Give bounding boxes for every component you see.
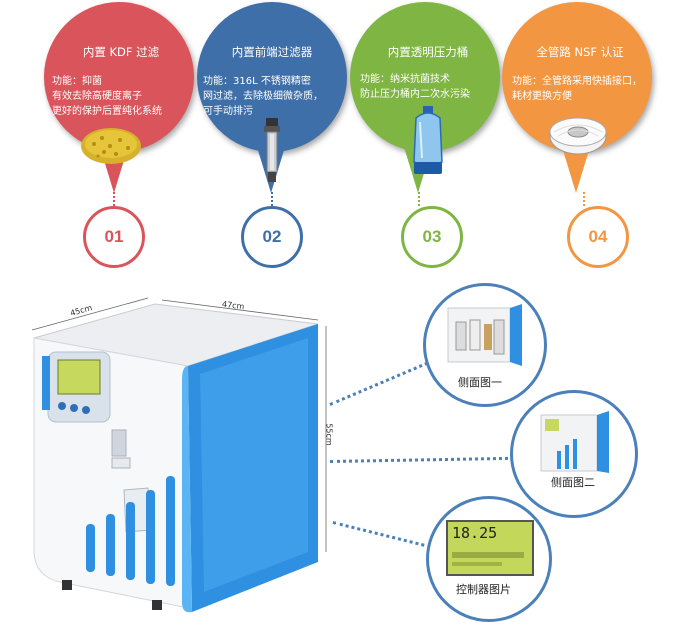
pressure-tank-icon <box>413 106 443 174</box>
feature-description: 功能：316L 不锈钢精密 网过滤，去除极细微杂质， 可手动排污 <box>203 74 323 119</box>
controller-screen: 18.25 <box>446 520 534 576</box>
kdf-granules-icon <box>81 128 141 164</box>
feature-description: 功能：全管路采用快插接口， 耗材更换方便 <box>512 74 642 104</box>
feature-title: 全管路 NSF 认证 <box>536 45 624 59</box>
tubing-coil-icon <box>549 117 607 155</box>
desc-line: 有效去除高硬度离子 <box>52 91 142 102</box>
feature-description: 功能：抑菌 有效去除高硬度离子 更好的保护后置纯化系统 <box>52 74 162 119</box>
feature-bubble-1 <box>44 2 194 152</box>
desc-line: 网过滤，去除极细微杂质， <box>203 91 323 102</box>
desc-line: 可手动排污 <box>203 106 253 117</box>
feature-number-4: 04 <box>567 206 629 268</box>
leader-line-3 <box>332 521 425 547</box>
feature-description: 功能：纳米抗菌技术 防止压力桶内二次水污染 <box>360 72 470 102</box>
water-purifier-illustration <box>31 297 327 613</box>
leader-line-1 <box>329 359 434 406</box>
connector-3 <box>418 192 420 206</box>
controller-caption: 控制器图片 <box>456 583 511 596</box>
desc-line: 耗材更换方便 <box>512 91 572 102</box>
steel-filter-icon <box>264 118 280 182</box>
height-label: 55cm <box>324 423 334 446</box>
controller-status-bar <box>452 552 524 558</box>
desc-line: 更好的保护后置纯化系统 <box>52 106 162 117</box>
connector-4 <box>583 192 585 206</box>
connector-2 <box>271 192 273 206</box>
side-view-1-caption: 侧面图一 <box>458 376 502 389</box>
feature-title: 内置前端过滤器 <box>231 45 313 59</box>
feature-title: 内置透明压力桶 <box>387 45 469 59</box>
feature-number-3: 03 <box>401 206 463 268</box>
feature-number-1: 01 <box>83 206 145 268</box>
controller-reading: 18.25 <box>452 524 498 542</box>
feature-number-2: 02 <box>241 206 303 268</box>
side-view-2-caption: 侧面图二 <box>551 476 595 489</box>
controller-view: 18.25 <box>426 496 552 622</box>
bubble-pointer-4 <box>562 147 590 193</box>
desc-line: 功能：纳米抗菌技术 <box>360 74 450 85</box>
side-view-2 <box>510 390 638 518</box>
side-view-1 <box>423 283 547 407</box>
desc-line: 防止压力桶内二次水污染 <box>360 89 470 100</box>
side-view-2-image <box>540 411 609 473</box>
controller-status-bar-2 <box>452 562 502 566</box>
leader-line-2 <box>329 456 508 463</box>
desc-line: 功能：全管路采用快插接口， <box>512 76 642 87</box>
desc-line: 功能：316L 不锈钢精密 <box>203 76 311 87</box>
side-view-1-image <box>447 304 522 366</box>
connector-1 <box>113 192 115 206</box>
feature-title: 内置 KDF 过滤 <box>82 45 160 59</box>
desc-line: 功能：抑菌 <box>52 76 102 87</box>
